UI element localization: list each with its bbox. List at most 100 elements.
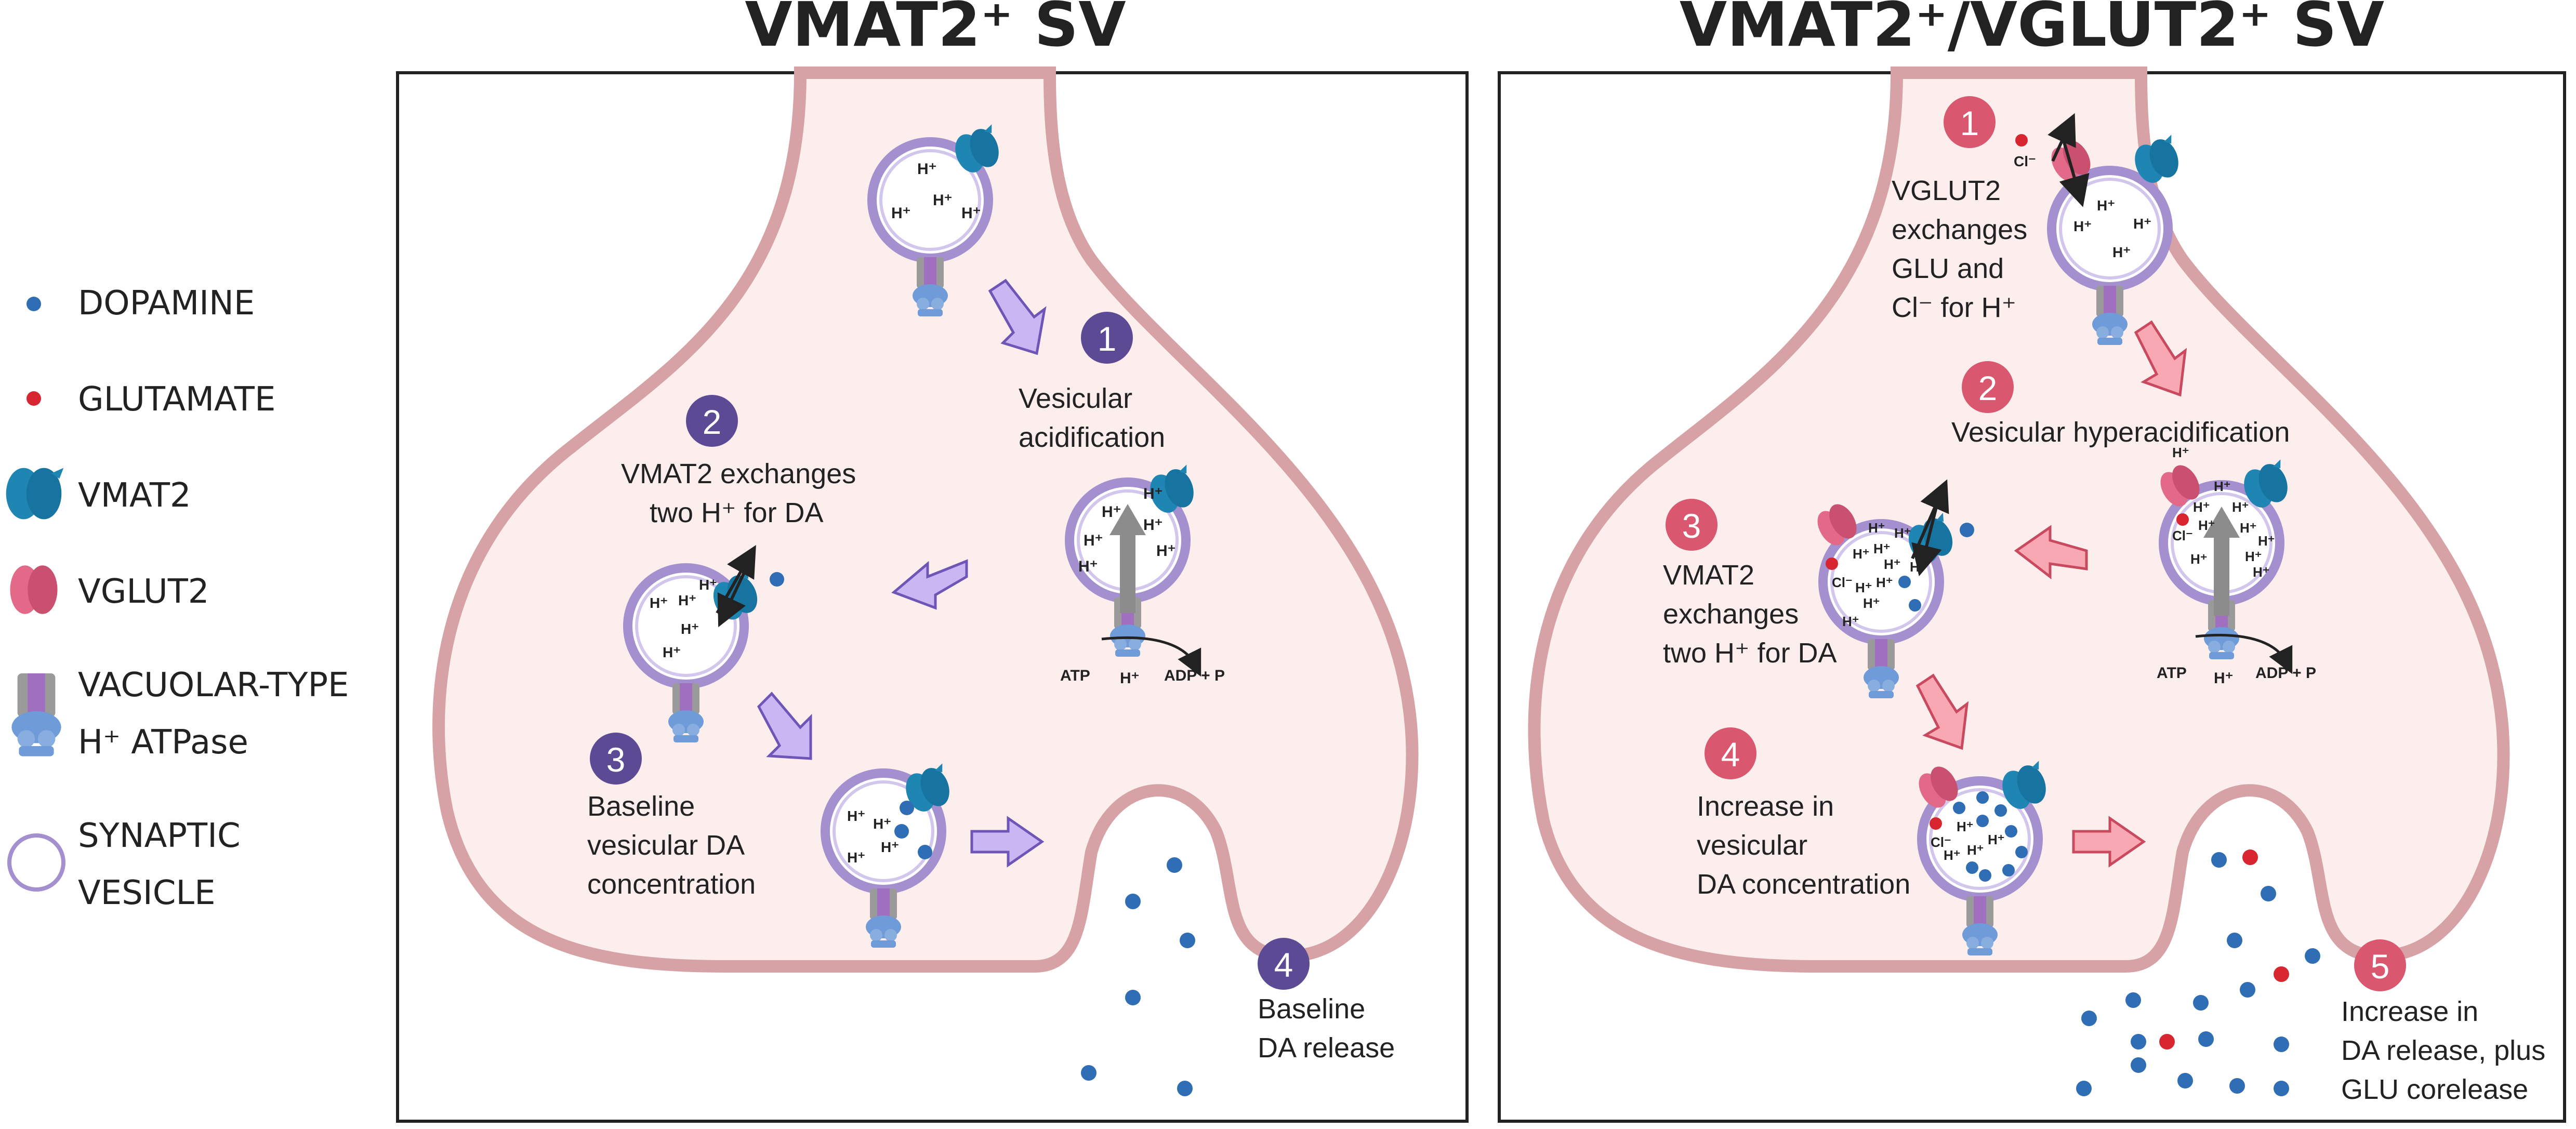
svg-text:H⁺: H⁺ bbox=[1863, 595, 1880, 611]
right-step3-line2: exchanges bbox=[1663, 599, 1799, 630]
right-step4-line3: DA concentration bbox=[1697, 869, 1910, 900]
legend-vglut2-label: VGLUT2 bbox=[78, 573, 209, 611]
right-step1-line2: exchanges bbox=[1892, 214, 2027, 245]
left-vesicle-top: H⁺ H⁺ H⁺ H⁺ bbox=[872, 124, 1006, 316]
right-vesicle-top: Cl⁻ H⁺ H⁺ H⁺ H⁺ bbox=[2014, 113, 2185, 345]
left-step1-line2: acidification bbox=[1019, 422, 1165, 453]
svg-text:H⁺: H⁺ bbox=[2097, 197, 2115, 214]
svg-text:H⁺: H⁺ bbox=[2073, 218, 2092, 234]
left-panel-title: VMAT2⁺ SV bbox=[745, 0, 1126, 60]
right-step1-line4: Cl⁻ for H⁺ bbox=[1892, 292, 2016, 323]
svg-text:H⁺: H⁺ bbox=[678, 592, 696, 608]
svg-text:H⁺: H⁺ bbox=[2190, 551, 2208, 567]
right-atp-label: ATP bbox=[2157, 665, 2187, 682]
svg-text:H⁺: H⁺ bbox=[2214, 479, 2231, 494]
left-arrow-1 bbox=[988, 278, 1047, 355]
right-step4-line2: vesicular bbox=[1697, 830, 1807, 861]
svg-text:H⁺: H⁺ bbox=[2172, 445, 2189, 460]
right-step4-num: 4 bbox=[1721, 735, 1740, 774]
right-step3-line1: VMAT2 bbox=[1663, 560, 1754, 591]
left-arrow-3 bbox=[757, 692, 812, 760]
left-axon-terminal bbox=[432, 67, 1419, 973]
left-step3-line1: Baseline bbox=[587, 791, 695, 822]
legend-atpase-label-2: H⁺ ATPase bbox=[78, 723, 248, 762]
legend: DOPAMINE GLUTAMATE VMAT2 VGLUT2 VACUOLAR… bbox=[6, 284, 349, 912]
svg-text:H⁺: H⁺ bbox=[1884, 556, 1901, 572]
left-step3-line3: concentration bbox=[587, 869, 756, 900]
left-step2-line1: VMAT2 exchanges bbox=[621, 458, 856, 489]
left-arrow-2 bbox=[891, 559, 968, 610]
svg-text:H⁺: H⁺ bbox=[1855, 580, 1872, 595]
legend-vglut2-icon bbox=[10, 565, 58, 614]
right-vesicle-exchanging: Cl⁻ H⁺ H⁺ H⁺ H⁺ H⁺ H⁺ H⁺ H⁺ H⁺ H⁺ bbox=[1812, 479, 1974, 698]
left-atp-arrow bbox=[1101, 636, 1201, 677]
right-cl-label-top: Cl⁻ bbox=[2014, 153, 2036, 169]
svg-text:Cl⁻: Cl⁻ bbox=[1832, 575, 1853, 590]
left-step3-line2: vesicular DA bbox=[587, 830, 745, 861]
svg-text:H⁺: H⁺ bbox=[1957, 819, 1974, 834]
svg-text:H⁺: H⁺ bbox=[2232, 499, 2249, 515]
left-step4-num: 4 bbox=[1274, 946, 1293, 984]
left-step4-line1: Baseline bbox=[1258, 993, 1365, 1025]
svg-text:H⁺: H⁺ bbox=[1143, 485, 1163, 502]
left-step1-badge bbox=[1081, 312, 1133, 364]
right-step5-badge bbox=[2354, 939, 2406, 991]
right-arrow-4 bbox=[2072, 816, 2146, 868]
svg-text:H⁺: H⁺ bbox=[961, 205, 981, 222]
svg-text:Cl⁻: Cl⁻ bbox=[2172, 528, 2193, 543]
right-arrow-2 bbox=[2014, 525, 2088, 580]
svg-text:H⁺: H⁺ bbox=[2240, 520, 2257, 536]
left-step3-badge bbox=[590, 733, 642, 785]
right-step2-line1: Vesicular hyperacidification bbox=[1951, 417, 2290, 448]
right-step1-line1: VGLUT2 bbox=[1892, 175, 2001, 206]
svg-text:H⁺: H⁺ bbox=[1156, 542, 1176, 560]
right-released-glutamate bbox=[2159, 849, 2289, 1050]
left-step1-line1: Vesicular bbox=[1019, 383, 1132, 414]
legend-glutamate-label: GLUTAMATE bbox=[78, 380, 275, 419]
svg-text:H⁺: H⁺ bbox=[2198, 517, 2215, 533]
legend-atpase-icon bbox=[11, 673, 61, 756]
legend-glutamate-dot bbox=[27, 391, 41, 406]
right-step4-line1: Increase in bbox=[1697, 791, 1834, 822]
right-step2-badge bbox=[1962, 361, 2014, 413]
left-step4-line2: DA release bbox=[1258, 1032, 1395, 1064]
svg-text:H⁺: H⁺ bbox=[1853, 546, 1870, 562]
svg-text:H⁺: H⁺ bbox=[1910, 559, 1927, 575]
svg-text:H⁺: H⁺ bbox=[847, 849, 865, 866]
svg-text:H⁺: H⁺ bbox=[1876, 575, 1893, 590]
svg-text:H⁺: H⁺ bbox=[1842, 614, 1859, 629]
legend-dopamine-dot bbox=[27, 297, 41, 311]
left-vesicle-acidifying: H⁺ H⁺ H⁺ H⁺ H⁺ H⁺ bbox=[1069, 464, 1200, 657]
svg-text:H⁺: H⁺ bbox=[1944, 847, 1961, 863]
right-step5-line3: GLU corelease bbox=[2341, 1074, 2528, 1105]
left-vesicle-filled: H⁺ H⁺ H⁺ H⁺ bbox=[825, 763, 956, 948]
right-released-dopamine bbox=[2076, 852, 2320, 1096]
right-step3-num: 3 bbox=[1682, 507, 1701, 545]
left-step2-line2: two H⁺ for DA bbox=[650, 497, 824, 528]
right-step5-num: 5 bbox=[2371, 947, 2390, 986]
svg-text:H⁺: H⁺ bbox=[663, 644, 681, 660]
svg-text:H⁺: H⁺ bbox=[917, 161, 937, 178]
left-released-dopamine bbox=[1081, 857, 1195, 1096]
svg-text:H⁺: H⁺ bbox=[847, 808, 865, 824]
left-atp-label: ATP bbox=[1060, 667, 1090, 684]
left-arrow-4 bbox=[970, 816, 1045, 868]
right-step2-num: 2 bbox=[1978, 369, 1998, 407]
right-arrow-1 bbox=[2134, 320, 2187, 397]
svg-text:H⁺: H⁺ bbox=[2253, 564, 2270, 580]
left-step4-badge bbox=[1258, 938, 1310, 990]
svg-text:H⁺: H⁺ bbox=[2245, 549, 2262, 564]
right-hplus-label: H⁺ bbox=[2214, 670, 2234, 687]
left-hplus-label: H⁺ bbox=[1120, 670, 1140, 687]
svg-text:H⁺: H⁺ bbox=[1143, 516, 1163, 534]
left-step3-num: 3 bbox=[606, 740, 626, 779]
svg-text:H⁺: H⁺ bbox=[1967, 842, 1984, 858]
left-adp-label: ADP + P bbox=[1164, 667, 1225, 684]
svg-text:H⁺: H⁺ bbox=[2193, 499, 2210, 515]
right-atp-arrow bbox=[2195, 634, 2293, 674]
legend-vmat2-icon bbox=[6, 468, 64, 520]
right-adp-label: ADP + P bbox=[2255, 665, 2316, 682]
right-vesicle-filled: Cl⁻ H⁺ H⁺ H⁺ H⁺ bbox=[1913, 761, 2053, 955]
svg-text:H⁺: H⁺ bbox=[1078, 558, 1098, 575]
svg-text:H⁺: H⁺ bbox=[1102, 503, 1121, 521]
